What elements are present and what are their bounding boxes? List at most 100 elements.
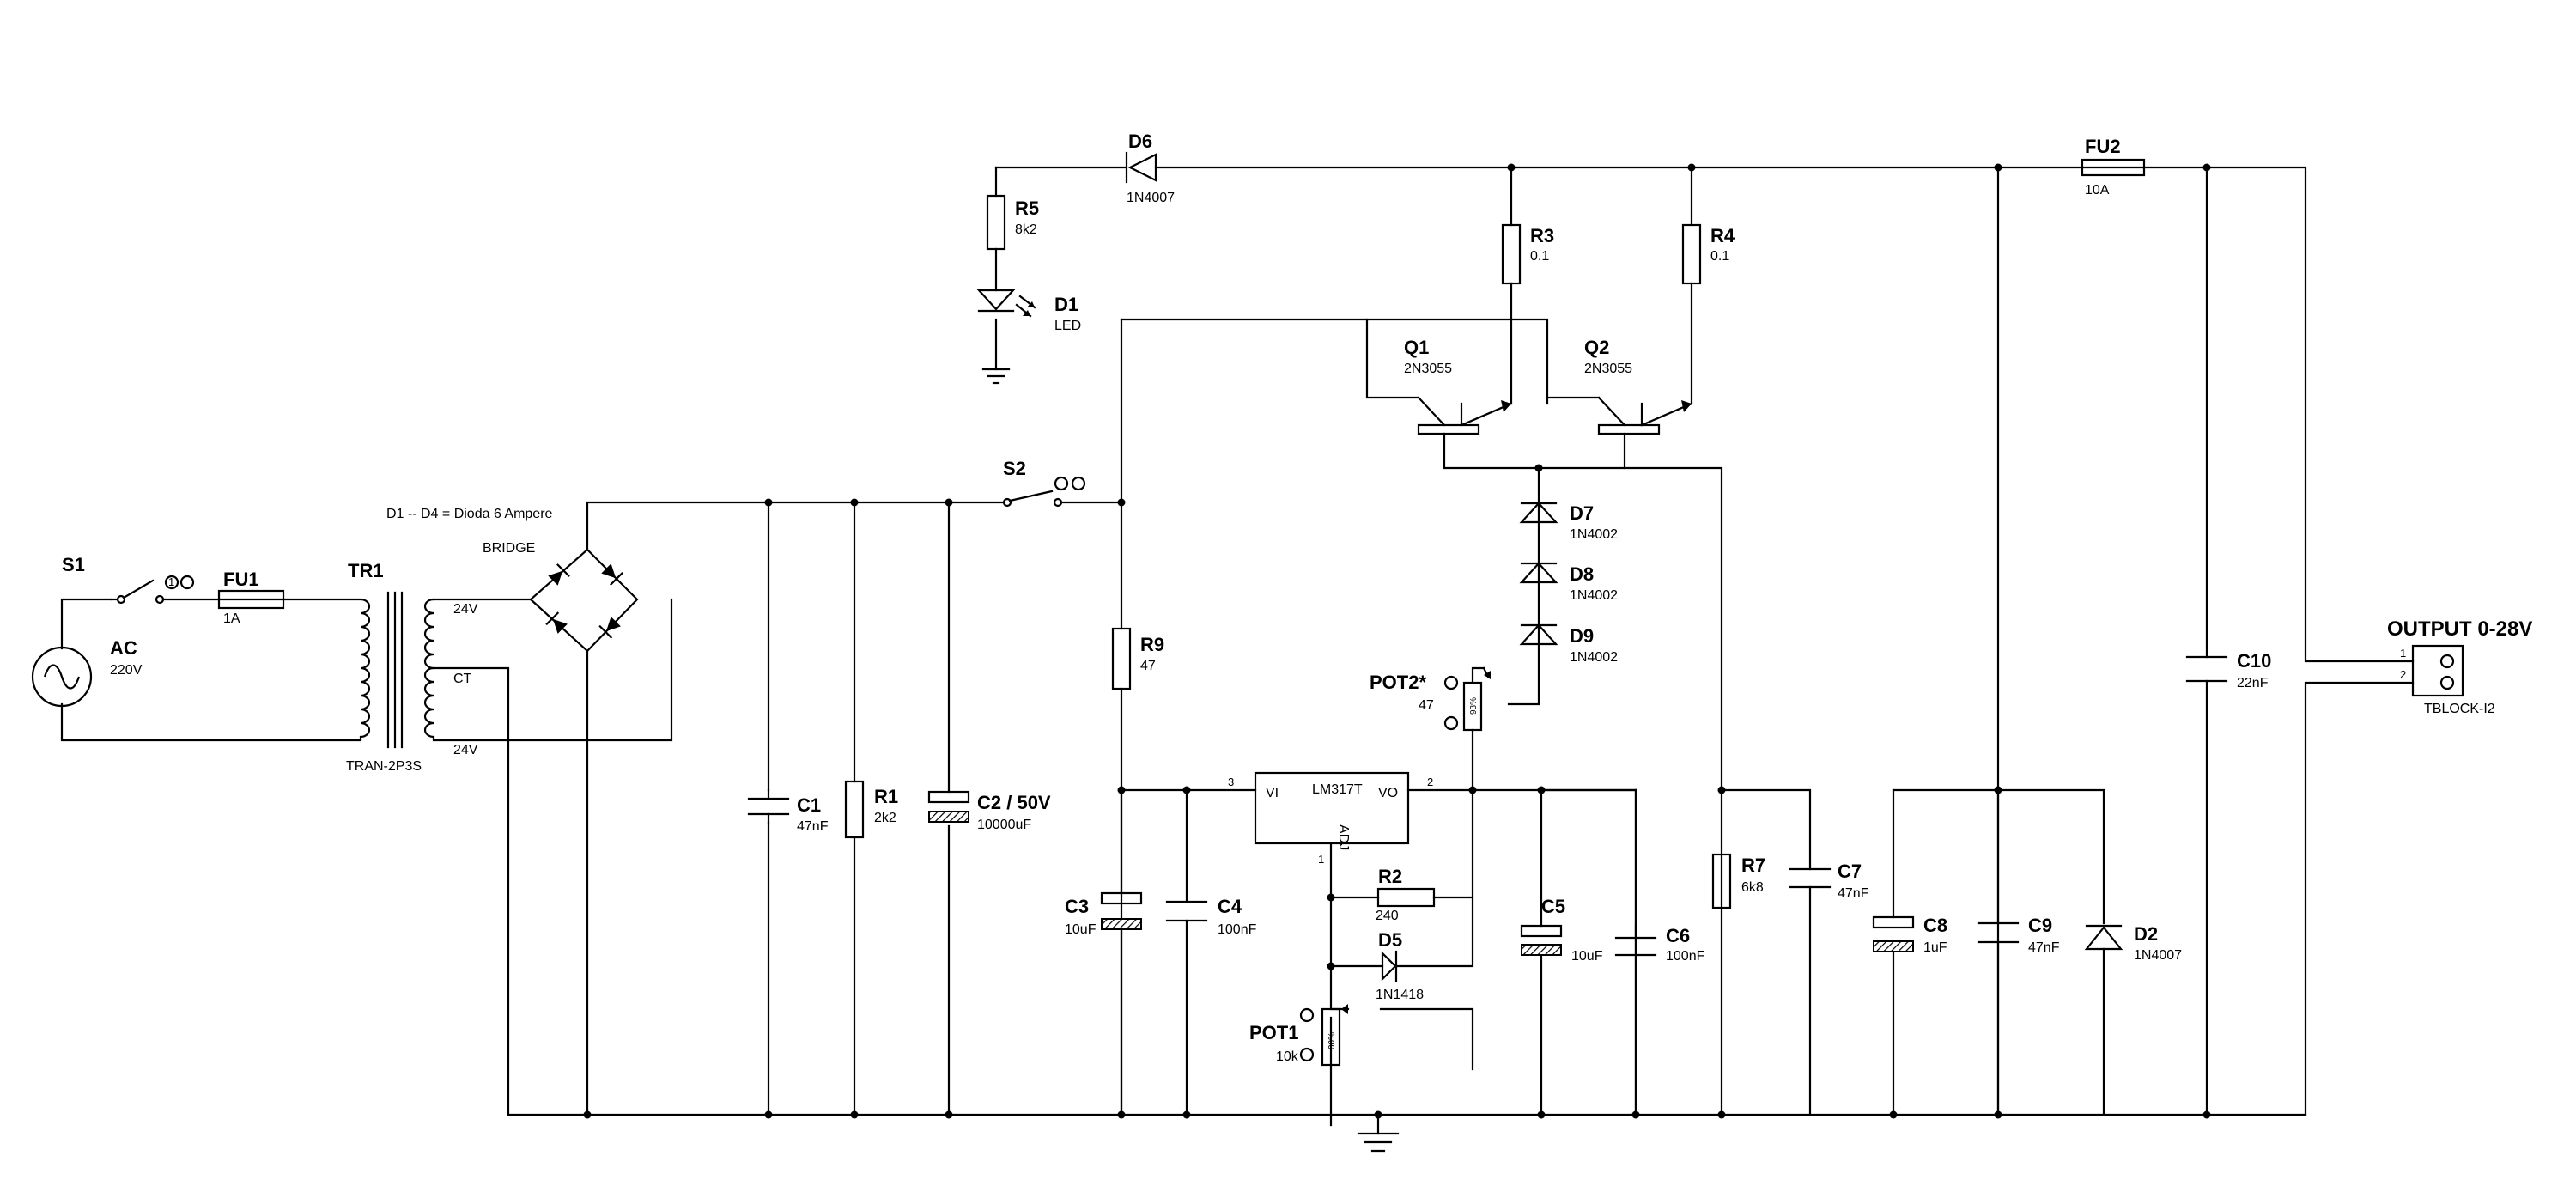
wires bbox=[60, 166, 2415, 1135]
label-d9-value: 1N4002 bbox=[1570, 650, 1618, 665]
label-tb-pin2: 2 bbox=[2400, 668, 2406, 681]
diode-d8 bbox=[1519, 562, 1558, 584]
label-q2: Q2 bbox=[1584, 337, 1609, 358]
label-d1-value: LED bbox=[1054, 319, 1081, 333]
bridge-rectifier bbox=[529, 548, 639, 653]
switch-s2 bbox=[1002, 476, 1086, 508]
label-tap-24v-bottom: 24V bbox=[453, 743, 478, 757]
label-c8: C8 bbox=[1923, 915, 1947, 936]
label-fu2: FU2 bbox=[2085, 136, 2121, 157]
label-r9: R9 bbox=[1140, 634, 1164, 655]
capacitor-c7 bbox=[1789, 867, 1832, 889]
capacitor-c9 bbox=[1977, 921, 2020, 944]
label-d2-value: 1N4007 bbox=[2134, 948, 2182, 963]
label-r2: R2 bbox=[1378, 866, 1402, 887]
label-d6: D6 bbox=[1128, 131, 1152, 152]
terminal-block bbox=[2411, 644, 2464, 697]
resistor-r4 bbox=[1681, 223, 1702, 285]
label-d1: D1 bbox=[1054, 294, 1078, 315]
label-lm-vi: VI bbox=[1266, 786, 1279, 800]
diode-d2 bbox=[2084, 924, 2123, 951]
label-tb-pin1: 1 bbox=[2400, 647, 2406, 660]
label-c2: C2 / 50V bbox=[977, 792, 1051, 813]
label-q1-value: 2N3055 bbox=[1404, 362, 1452, 376]
diode-d5 bbox=[1381, 950, 1398, 982]
transformer-tr1 bbox=[359, 591, 435, 749]
capacitor-c10 bbox=[2185, 655, 2228, 683]
label-fu1: FU1 bbox=[223, 569, 259, 590]
label-bridge: BRIDGE bbox=[483, 541, 535, 556]
resistor-r5 bbox=[986, 194, 1006, 251]
label-pin3: 3 bbox=[1228, 775, 1234, 788]
label-pot2: POT2* bbox=[1370, 672, 1426, 693]
label-c3: C3 bbox=[1065, 896, 1089, 917]
label-d8-value: 1N4002 bbox=[1570, 588, 1618, 603]
label-r9-value: 47 bbox=[1140, 659, 1156, 673]
resistor-r1 bbox=[844, 780, 865, 839]
regulator-lm317t bbox=[1254, 771, 1410, 845]
capacitor-c5 bbox=[1520, 924, 1563, 956]
ground-main bbox=[1357, 1132, 1400, 1153]
label-tr1-value: TRAN-2P3S bbox=[346, 759, 422, 774]
label-lm-adj: ADJ bbox=[1336, 824, 1351, 850]
label-pot2-value: 47 bbox=[1419, 698, 1434, 713]
label-c5-value: 10uF bbox=[1571, 949, 1603, 964]
label-lm317t: LM317T bbox=[1312, 782, 1363, 797]
label-pin1: 1 bbox=[1318, 853, 1324, 866]
label-s1: S1 bbox=[62, 554, 85, 575]
ground-led bbox=[981, 368, 1011, 385]
label-c1: C1 bbox=[797, 794, 821, 816]
label-c5: C5 bbox=[1541, 896, 1565, 917]
label-r7: R7 bbox=[1741, 855, 1765, 876]
label-c1-value: 47nF bbox=[797, 819, 829, 834]
capacitor-c6 bbox=[1614, 924, 1657, 957]
label-pot2-percent: 93% bbox=[1469, 697, 1479, 715]
label-pin2: 2 bbox=[1427, 775, 1433, 788]
labels: S1 1 FU1 1A TR1 TRAN-2P3S 24V CT 24V AC … bbox=[62, 131, 2532, 1064]
diode-d7 bbox=[1519, 502, 1558, 524]
resistor-r7 bbox=[1711, 853, 1732, 909]
label-fu1-value: 1A bbox=[223, 611, 240, 626]
label-c3-value: 10uF bbox=[1065, 922, 1097, 937]
label-c2-value: 10000uF bbox=[977, 818, 1031, 832]
led-d1 bbox=[976, 289, 1036, 318]
capacitor-c4 bbox=[1165, 900, 1208, 922]
label-c9-value: 47nF bbox=[2028, 940, 2060, 955]
capacitor-c8 bbox=[1872, 915, 1915, 952]
label-fu2-value: 10A bbox=[2085, 183, 2110, 198]
resistor-r3 bbox=[1501, 223, 1522, 285]
label-r4-value: 0.1 bbox=[1710, 249, 1729, 264]
label-r5-value: 8k2 bbox=[1015, 222, 1037, 237]
label-tap-ct: CT bbox=[453, 672, 472, 686]
label-terminal-block: TBLOCK-I2 bbox=[2424, 702, 2495, 716]
s1-pin: 1 bbox=[168, 575, 174, 588]
label-d7-value: 1N4002 bbox=[1570, 527, 1618, 542]
label-d7: D7 bbox=[1570, 502, 1594, 524]
label-c4: C4 bbox=[1218, 896, 1242, 917]
label-ac-value: 220V bbox=[110, 663, 143, 678]
label-r3: R3 bbox=[1530, 225, 1554, 246]
ac-source bbox=[31, 646, 93, 708]
label-d5-value: 1N1418 bbox=[1376, 988, 1424, 1002]
diode-d9 bbox=[1519, 623, 1558, 646]
label-r4: R4 bbox=[1710, 225, 1735, 246]
label-d6-value: 1N4007 bbox=[1127, 191, 1175, 205]
label-bridge-note: D1 -- D4 = Dioda 6 Ampere bbox=[386, 507, 553, 521]
label-q2-value: 2N3055 bbox=[1584, 362, 1632, 376]
label-r7-value: 6k8 bbox=[1741, 880, 1764, 895]
label-output: OUTPUT 0-28V bbox=[2387, 617, 2532, 641]
label-lm-vo: VO bbox=[1378, 786, 1398, 800]
label-c10-value: 22nF bbox=[2237, 676, 2269, 690]
label-d8: D8 bbox=[1570, 563, 1594, 585]
label-c4-value: 100nF bbox=[1218, 922, 1257, 937]
transistor-q2 bbox=[1597, 396, 1693, 435]
fuse-fu1 bbox=[217, 589, 285, 610]
label-pot1: POT1 bbox=[1249, 1022, 1298, 1043]
resistor-r9 bbox=[1111, 627, 1132, 690]
label-r5: R5 bbox=[1015, 198, 1039, 219]
label-d5: D5 bbox=[1378, 929, 1402, 951]
label-pot1-value: 10k bbox=[1276, 1049, 1299, 1064]
label-pot1-percent: 00% bbox=[1327, 1032, 1337, 1049]
